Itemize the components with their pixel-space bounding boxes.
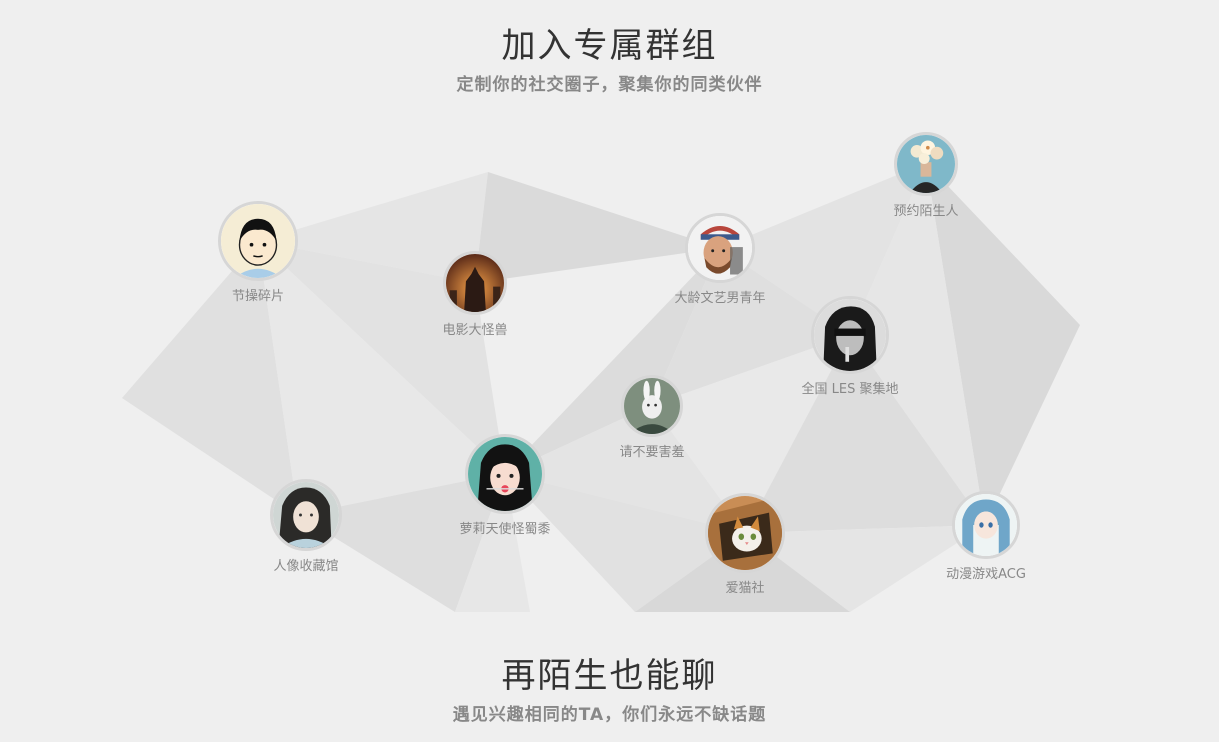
group-node-literary-man[interactable]: 大龄文艺男青年	[640, 213, 800, 306]
groups-section-subtitle: 定制你的社交圈子，聚集你的同类伙伴	[456, 75, 763, 95]
rabbit-mask-avatar-icon	[621, 375, 683, 437]
cat-in-box-avatar-icon	[705, 493, 785, 573]
group-label: 预约陌生人	[893, 204, 959, 219]
group-label: 节操碎片	[231, 289, 284, 304]
group-label: 萝莉天使怪蜀黍	[459, 522, 551, 537]
group-label: 大龄文艺男青年	[674, 291, 766, 306]
group-node-dont-be-shy[interactable]: 请不要害羞	[572, 375, 732, 460]
portrait-girl-avatar-icon	[270, 479, 342, 551]
chat-section-subtitle: 遇见兴趣相同的TA，你们永远不缺话题	[452, 705, 767, 725]
group-node-les[interactable]: 全国 LES 聚集地	[770, 296, 930, 397]
blue-hair-anime-avatar-icon	[952, 491, 1020, 559]
group-label: 爱猫社	[725, 581, 765, 596]
group-label: 电影大怪兽	[442, 323, 508, 338]
blindfold-woman-avatar-icon	[811, 296, 889, 374]
godzilla-avatar-icon	[443, 251, 507, 315]
group-label: 全国 LES 聚集地	[801, 382, 899, 397]
group-node-stranger-date[interactable]: 预约陌生人	[846, 132, 1006, 219]
flower-head-avatar-icon	[894, 132, 958, 196]
group-node-portrait[interactable]: 人像收藏馆	[226, 479, 386, 574]
group-label: 人像收藏馆	[273, 559, 339, 574]
anime-girl-avatar-icon	[465, 434, 545, 514]
group-label: 请不要害羞	[619, 445, 685, 460]
chat-section-title: 再陌生也能聊	[501, 656, 718, 696]
group-node-lolita[interactable]: 萝莉天使怪蜀黍	[425, 434, 585, 537]
group-node-movie-monster[interactable]: 电影大怪兽	[395, 251, 555, 338]
group-node-acg[interactable]: 动漫游戏ACG	[906, 491, 1066, 582]
group-label: 动漫游戏ACG	[946, 567, 1026, 582]
groups-section-title: 加入专属群组	[501, 26, 718, 66]
group-node-jiecao[interactable]: 节操碎片	[178, 201, 338, 304]
cartoon-boy-avatar-icon	[218, 201, 298, 281]
group-node-cat-club[interactable]: 爱猫社	[665, 493, 825, 596]
tattooed-man-avatar-icon	[685, 213, 755, 283]
